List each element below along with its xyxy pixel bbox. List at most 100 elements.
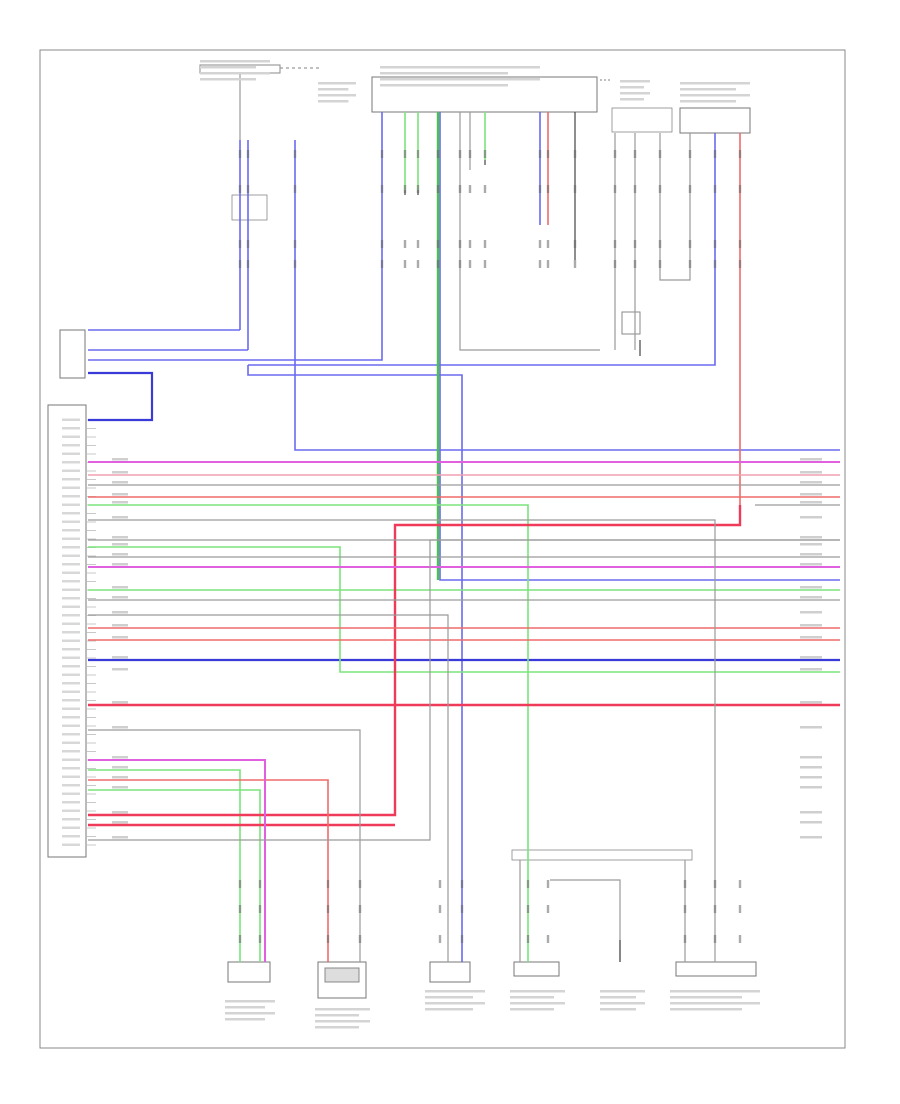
connector-marker [246,260,250,268]
wire-label-tick [800,636,822,639]
connector-marker [658,185,662,193]
connector-marker [403,260,407,268]
connector-marker [738,935,742,943]
wires-gray [88,112,840,962]
connector-marker [458,260,462,268]
wire-label-tick [800,596,822,599]
connector-marker [468,150,472,158]
ecu-pin-label [62,648,80,651]
ecu-pin-label [62,503,80,506]
component-label-tick [315,1026,359,1029]
ecu-pin-label [62,546,80,549]
component-label-tick [200,72,270,75]
wire-label-tick [800,536,822,539]
ecu-pin-label [62,750,80,753]
junction-bottom-right [511,849,693,861]
wires-magenta [88,461,840,962]
component-label-tick [600,996,636,999]
ecu-pin-label [62,427,80,430]
wire-label-tick [112,776,128,779]
connector-marker [713,905,717,913]
ecu-pin-label [62,622,80,625]
wire-label-tick [112,756,128,759]
component-label-tick [620,80,650,83]
wires-red [88,112,840,962]
connector-marker [293,185,297,193]
connector-marker [238,880,242,888]
connector-marker [326,935,330,943]
wire-label-tick [112,786,128,789]
component-label-tick [670,1002,760,1005]
component-label-tick [600,1002,645,1005]
component-label-tick [680,82,750,85]
connector-marker [546,240,550,248]
wire-label-tick [112,501,128,504]
ecu-pin-label [62,639,80,642]
connector-marker [738,185,742,193]
connector-marker [358,905,362,913]
connector-marker [293,150,297,158]
connector-marker [238,150,242,158]
wire-label-tick [112,836,128,839]
wire-label-tick [800,701,822,704]
ecu-pin-label [62,435,80,438]
ecu-pin-label [62,784,80,787]
wire-label-tick [112,586,128,589]
wire-label-tick [112,636,128,639]
connector-marker [238,905,242,913]
ecu-pin-label [62,682,80,685]
component-label-tick [600,990,645,993]
connector-marker [438,905,442,913]
connector-marker [546,905,550,913]
ecu-pin-label [62,605,80,608]
component-label-tick [510,1002,565,1005]
connector-marker [458,240,462,248]
connector-marker [238,185,242,193]
component-label-tick [510,996,554,999]
connector-marker [380,185,384,193]
ecu-pin-label [62,767,80,770]
connector-marker [436,185,440,193]
ecu-pin-label [62,665,80,668]
ecu-pin-label [62,571,80,574]
connector-marker [293,260,297,268]
connector-marker [293,240,297,248]
component-label-tick [510,1008,554,1011]
connector-marker [683,880,687,888]
wire-label-tick [112,668,128,671]
component-label-tick [200,66,256,69]
connector-marker [613,150,617,158]
ecu-pin-label [62,444,80,447]
component-bottom-5 [675,961,757,977]
connector-marker [546,150,550,158]
connector-marker [416,240,420,248]
ecu-pin-label [62,699,80,702]
ecu-pin-label [62,478,80,481]
connector-marker [688,260,692,268]
component-label-tick [380,72,508,75]
component-label-tick [200,60,270,63]
ecu-pin-label [62,758,80,761]
ecu-pin-label [62,529,80,532]
connector-marker [526,905,530,913]
ecu-pin-label [62,495,80,498]
wire-label-tick [112,596,128,599]
component-label-tick [680,94,750,97]
component-label-tick [680,100,736,103]
connector-marker [246,150,250,158]
connector-marker [416,260,420,268]
component-bottom-1 [227,961,271,983]
component-label-tick [670,996,742,999]
connector-marker [546,260,550,268]
component-label-tick [225,1012,275,1015]
ecu-pin-label [62,486,80,489]
connector-marker [613,260,617,268]
connector-marker [573,260,577,268]
connector-marker [326,905,330,913]
connector-marker [358,935,362,943]
wire-label-tick [800,493,822,496]
connector-marker [238,240,242,248]
wire-label-tick [800,501,822,504]
ecu-pin-label [62,469,80,472]
wire-label-tick [112,766,128,769]
